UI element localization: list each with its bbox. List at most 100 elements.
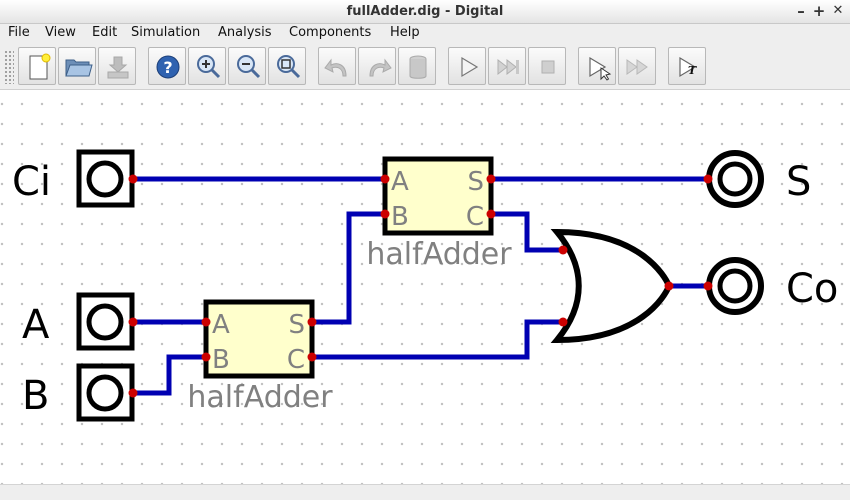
wire-ha1-carry[interactable]: [312, 319, 563, 360]
menu-components[interactable]: Components: [289, 25, 372, 40]
delete-button[interactable]: [398, 47, 436, 85]
pin-dot: [558, 317, 568, 327]
input-a[interactable]: A: [22, 292, 135, 351]
input-pin-circle: [86, 160, 124, 198]
input-b[interactable]: B: [22, 363, 135, 422]
svg-text:T: T: [688, 64, 697, 77]
wires: [133, 176, 708, 396]
port-label-c: C: [466, 202, 484, 232]
delete-icon: [409, 55, 427, 79]
input-label: B: [22, 373, 49, 419]
input-pin-circle: [86, 303, 124, 341]
tests-button[interactable]: T: [668, 47, 706, 85]
circuit-canvas[interactable]: Ci A B A B S C halfAdder A B S C h: [0, 90, 850, 484]
pin-dot: [201, 352, 211, 362]
half-adder-body[interactable]: [203, 299, 315, 379]
minimize-icon[interactable]: –: [797, 2, 805, 20]
step-icon: [589, 56, 612, 81]
pin-dot: [486, 209, 496, 219]
pin-dot: [201, 317, 211, 327]
pin-dot: [307, 317, 317, 327]
tests-icon: T: [679, 56, 697, 78]
start-simulation-button[interactable]: [448, 47, 486, 85]
undo-icon: [324, 58, 347, 77]
input-label: Ci: [12, 159, 51, 205]
pin-dot: [128, 317, 138, 327]
zoom-fit-button[interactable]: [268, 47, 306, 85]
menu-help[interactable]: Help: [390, 25, 420, 40]
component-label: halfAdder: [187, 380, 333, 415]
input-label: A: [22, 302, 50, 348]
pin-dot: [380, 209, 390, 219]
undo-button[interactable]: [318, 47, 356, 85]
svg-text:?: ?: [163, 58, 172, 77]
status-bar: [0, 484, 850, 500]
pin-dot: [703, 174, 713, 184]
menu-edit[interactable]: Edit: [92, 25, 118, 40]
port-label-b: B: [212, 345, 230, 375]
save-button[interactable]: [98, 47, 136, 85]
fast-run-icon: [497, 58, 519, 76]
port-label-a: A: [391, 167, 409, 197]
save-icon: [107, 56, 129, 79]
new-file-button[interactable]: [18, 47, 56, 85]
pin-dot: [703, 281, 713, 291]
title-bar: fullAdder.dig - Digital – + ✕: [0, 0, 850, 24]
or-gate[interactable]: [550, 228, 673, 344]
start-simulation-icon: [461, 56, 479, 78]
output-co[interactable]: Co: [706, 257, 838, 315]
output-s[interactable]: S: [706, 150, 811, 208]
wire-b[interactable]: [133, 354, 206, 396]
pin-dot: [380, 174, 390, 184]
open-file-button[interactable]: [58, 47, 96, 85]
close-icon[interactable]: ✕: [832, 3, 844, 18]
port-label-b: B: [391, 202, 409, 232]
toolbar: ?: [0, 44, 850, 90]
input-ci[interactable]: Ci: [12, 149, 135, 208]
half-adder-body[interactable]: [382, 156, 494, 236]
output-label: Co: [786, 266, 838, 312]
maximize-icon[interactable]: +: [812, 2, 826, 20]
redo-button[interactable]: [358, 47, 396, 85]
output-inner-ring: [717, 268, 753, 304]
run-to-break-button[interactable]: [618, 47, 656, 85]
zoom-out-button[interactable]: [228, 47, 266, 85]
or-gate-body[interactable]: [550, 228, 673, 344]
menu-view[interactable]: View: [45, 25, 76, 40]
half-adder-bottom[interactable]: A B S C halfAdder: [187, 299, 333, 415]
pin-dot: [486, 174, 496, 184]
pin-dot: [664, 281, 674, 291]
new-file-icon: [29, 53, 51, 80]
port-label-s: S: [288, 310, 305, 340]
port-label-c: C: [287, 345, 305, 375]
zoom-in-button[interactable]: [188, 47, 226, 85]
pin-dot: [307, 352, 317, 362]
pin-dot: [558, 245, 568, 255]
step-button[interactable]: [578, 47, 616, 85]
menu-simulation[interactable]: Simulation: [131, 25, 201, 40]
port-label-s: S: [467, 167, 484, 197]
output-outer-ring[interactable]: [706, 257, 764, 315]
open-folder-icon: [65, 59, 93, 77]
zoom-fit-icon: [277, 55, 301, 79]
pin-dot: [128, 174, 138, 184]
toolbar-grip-icon[interactable]: [4, 50, 14, 84]
output-outer-ring[interactable]: [706, 150, 764, 208]
window-title: fullAdder.dig - Digital: [346, 4, 504, 19]
wire-ha2-carry[interactable]: [491, 211, 563, 253]
menu-file[interactable]: File: [8, 25, 30, 40]
wire-ha1-sum[interactable]: [312, 211, 385, 325]
zoom-out-icon: [237, 55, 261, 79]
input-pin-circle: [86, 374, 124, 412]
help-icon: ?: [156, 55, 180, 79]
menu-analysis[interactable]: Analysis: [218, 25, 272, 40]
pin-dot: [128, 388, 138, 398]
half-adder-top[interactable]: A B S C halfAdder: [366, 156, 512, 272]
run-to-break-icon: [626, 59, 648, 75]
stop-simulation-button[interactable]: [528, 47, 566, 85]
pin-dots: [128, 174, 713, 398]
fast-run-button[interactable]: [488, 47, 526, 85]
port-label-a: A: [212, 310, 230, 340]
help-button[interactable]: ?: [148, 47, 186, 85]
component-label: halfAdder: [366, 237, 512, 272]
